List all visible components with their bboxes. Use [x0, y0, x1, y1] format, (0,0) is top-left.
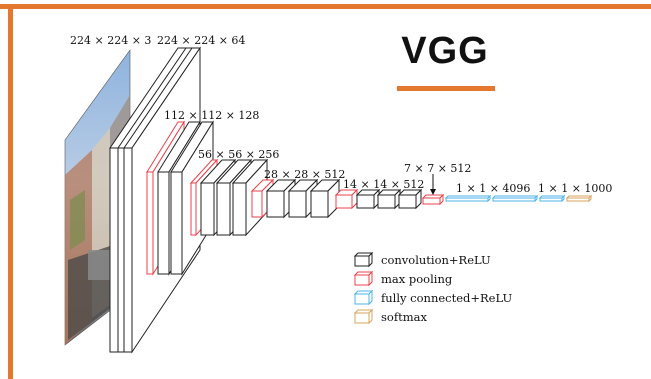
pool5-arrow [430, 174, 436, 195]
legend-label-fc: fully connected+ReLU [381, 291, 512, 305]
label-pool5: 7 × 7 × 512 [404, 162, 471, 175]
legend-fc-icon [355, 291, 372, 304]
conv5-block [336, 190, 421, 208]
label-conv3: 56 × 56 × 256 [198, 148, 279, 161]
legend-label-conv: convolution+ReLU [381, 253, 491, 267]
legend: convolution+ReLU max pooling fully conne… [355, 253, 512, 324]
legend-conv-icon [355, 253, 372, 266]
legend-label-pool: max pooling [381, 272, 453, 286]
legend-softmax-icon [355, 310, 372, 323]
pool5-block [423, 195, 443, 204]
label-fc: 1 × 1 × 4096 [456, 182, 530, 195]
label-conv2: 112 × 112 × 128 [164, 109, 259, 122]
label-input: 224 × 224 × 3 [70, 34, 151, 47]
fc-layers [446, 196, 564, 201]
label-out: 1 × 1 × 1000 [538, 182, 612, 195]
legend-pool-icon [355, 272, 372, 285]
conv4-block [252, 180, 339, 217]
label-conv4: 28 × 28 × 512 [264, 168, 345, 181]
softmax-layer [567, 196, 591, 201]
label-conv5: 14 × 14 × 512 [343, 178, 424, 191]
legend-label-softmax: softmax [381, 310, 427, 324]
label-conv1: 224 × 224 × 64 [157, 34, 245, 47]
